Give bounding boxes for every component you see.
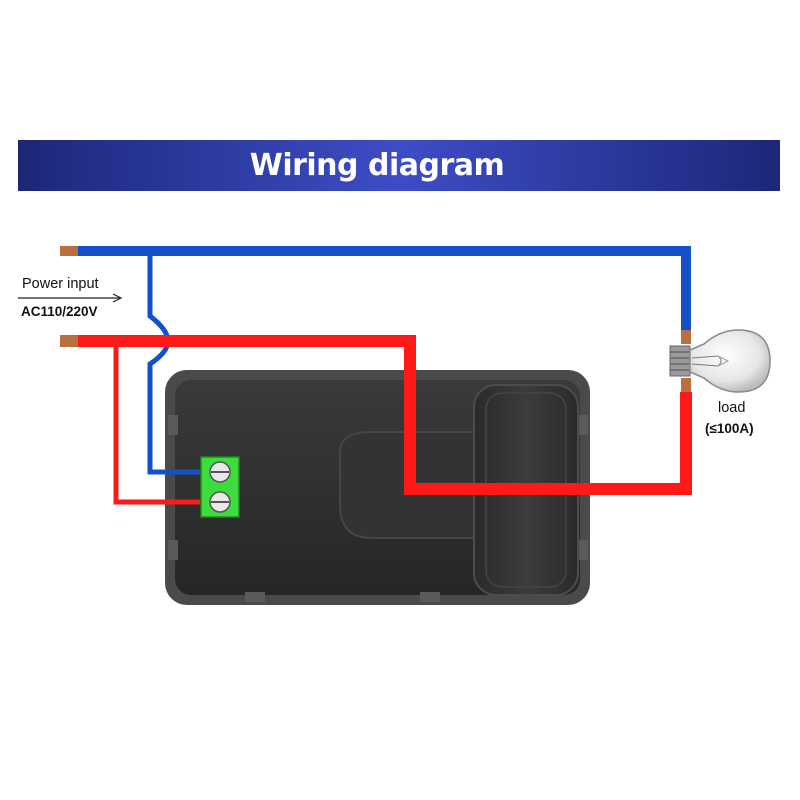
banner-title: Wiring diagram (250, 148, 505, 183)
left-clip-bottom (168, 540, 178, 560)
light-bulb-icon (669, 329, 771, 393)
live-branch (113, 341, 200, 505)
bottom-foot-left (245, 592, 265, 602)
bottom-foot-right (420, 592, 440, 602)
right-clip-bottom (578, 540, 588, 560)
load-label: load (718, 400, 745, 416)
power-input-label: Power input (22, 276, 99, 292)
bulb-copper-top (681, 330, 691, 344)
right-clip-top (578, 415, 588, 435)
live-copper-end (60, 335, 78, 347)
left-clip-top (168, 415, 178, 435)
screw-terminal-icon (200, 456, 240, 518)
neutral-copper-end (60, 246, 78, 256)
arrow-right-icon (18, 293, 123, 303)
neutral-wire (75, 246, 691, 330)
bulb-copper-bottom (681, 378, 691, 392)
voltage-label: AC110/220V (21, 304, 98, 319)
load-rating-label: (≤100A) (705, 421, 754, 436)
title-banner: Wiring diagram (18, 140, 780, 191)
live-wire (75, 335, 692, 495)
